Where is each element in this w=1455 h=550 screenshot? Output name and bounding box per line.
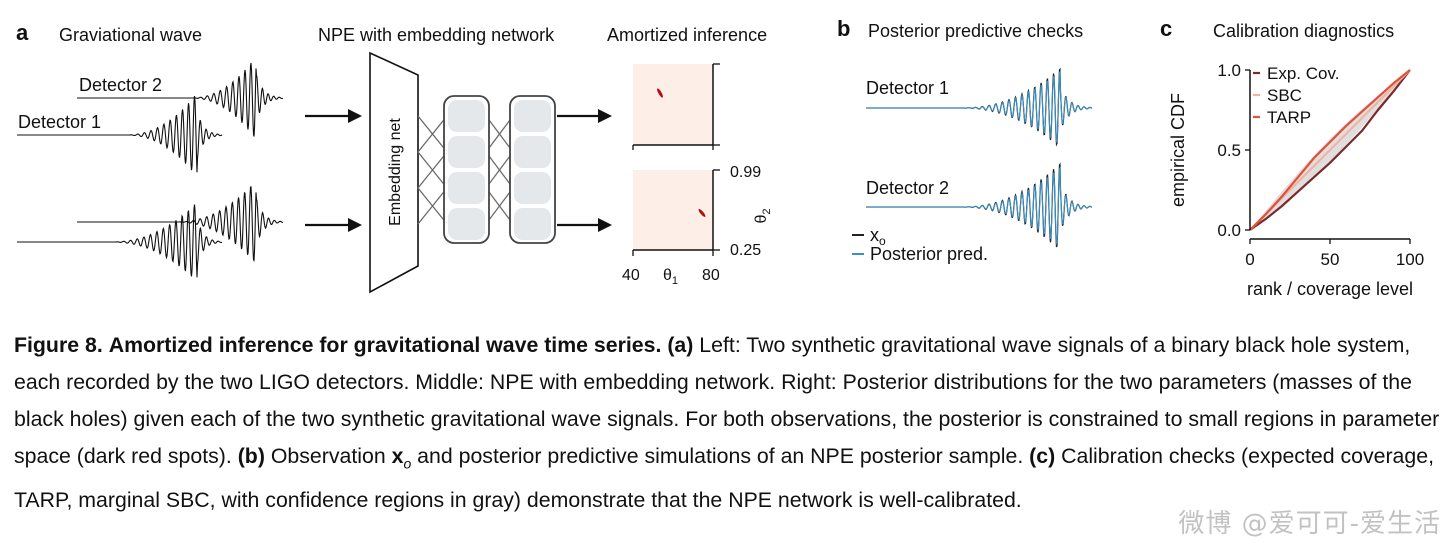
panel-a-amortized-title: Amortized inference xyxy=(607,25,767,45)
waveform-detector-2-obs2 xyxy=(77,186,284,262)
legend-label: SBC xyxy=(1267,86,1302,105)
caption-c-tag: (c) xyxy=(1029,444,1056,468)
network-layer-2 xyxy=(509,95,556,244)
arrow-into-network-2 xyxy=(305,218,362,232)
waveform-detector-1-obs1 xyxy=(17,96,223,173)
x-tick-label: 0 xyxy=(1245,250,1254,269)
waveform-detector-2-obs1 xyxy=(77,62,284,137)
caption-c-text: Calibration checks (expected coverage, T… xyxy=(14,444,1434,513)
caption-b-tag: (b) xyxy=(237,444,265,468)
arrow-out-network-2 xyxy=(557,218,612,232)
panel-b-detector-2-label: Detector 2 xyxy=(866,178,949,198)
waveform-trace xyxy=(17,204,223,278)
panel-a-wave-title: Graviational wave xyxy=(59,25,202,45)
network-layer-1 xyxy=(443,95,490,244)
panel-b-title: Posterior predictive checks xyxy=(868,21,1083,41)
ppc-waveform-detector-1 xyxy=(866,67,1093,147)
posterior-plot-1 xyxy=(632,63,720,150)
watermark: 微博 @爱可可-爱生活 xyxy=(1178,509,1441,539)
figure-caption: Figure 8. Amortized inference for gravit… xyxy=(14,327,1442,519)
detector-1-label: Detector 1 xyxy=(18,112,101,132)
ppc-legend: xo Posterior pred. xyxy=(852,225,988,264)
series-line-tarp xyxy=(1249,69,1411,231)
waveform-detector-1-obs2 xyxy=(17,204,223,278)
panel-a-npe-title: NPE with embedding network xyxy=(318,25,555,45)
posterior-spot-1 xyxy=(657,88,663,98)
panel-c-letter: c xyxy=(1160,16,1172,41)
posterior-spot-2 xyxy=(698,209,706,217)
figure-svg: a Graviational wave NPE with embedding n… xyxy=(16,16,1424,299)
panel-b-letter: b xyxy=(837,16,850,41)
posterior-plot-2: 0.99 0.25 θ2 40 80 θ1 xyxy=(622,164,773,287)
caption-label: Figure 8. xyxy=(14,333,103,357)
caption-b-text-2: and posterior predictive simulations of … xyxy=(411,444,1030,468)
embedding-net-shape xyxy=(369,51,419,294)
caption-a-tag: (a) xyxy=(667,333,694,357)
calibration-chart: 0.0 0.5 1.0 0 50 100 Exp. Cov. SBC TARP rank / … xyxy=(1168,61,1424,299)
detector-2-label: Detector 2 xyxy=(79,75,162,95)
posterior-y-label: θ2 xyxy=(753,208,773,223)
x-axis-label: rank / coverage level xyxy=(1247,279,1413,299)
arrow-out-network-1 xyxy=(557,109,612,123)
y-tick-label: 0.0 xyxy=(1217,221,1241,240)
posterior-y-tick-bottom: 0.25 xyxy=(730,242,761,259)
legend-predicted-label: Posterior pred. xyxy=(870,244,988,264)
panel-c: c Calibration diagnostics 0.0 0.5 1.0 0 50 10… xyxy=(1160,16,1424,299)
x-tick-label: 50 xyxy=(1321,250,1340,269)
series-line-exp-cov- xyxy=(1249,69,1411,231)
posterior-x-label: θ1 xyxy=(663,267,678,287)
panel-b: b Posterior predictive checks Detector 1… xyxy=(837,16,1093,264)
panel-b-detector-1-label: Detector 1 xyxy=(866,78,949,98)
waveform-trace xyxy=(866,70,1093,144)
waveform-trace xyxy=(17,96,223,173)
posterior-y-tick-top: 0.99 xyxy=(730,164,761,181)
legend-observed-label: xo xyxy=(870,225,886,248)
posterior-x-tick-right: 80 xyxy=(702,267,720,284)
caption-observation-symbol: xo xyxy=(391,444,412,472)
caption-a-text: Left: Two synthetic gravitational wave s… xyxy=(14,333,1440,468)
panel-a: a Graviational wave NPE with embedding n… xyxy=(16,20,773,294)
panel-a-letter: a xyxy=(16,20,29,45)
ppc-waveform-detector-2 xyxy=(866,162,1093,248)
posterior-x-tick-left: 40 xyxy=(622,267,640,284)
arrow-into-network-1 xyxy=(305,109,362,123)
figure-area: a Graviational wave NPE with embedding n… xyxy=(16,16,1424,299)
y-axis-label: empirical CDF xyxy=(1168,93,1188,207)
svg-text:θ2: θ2 xyxy=(753,208,773,223)
legend-label: Exp. Cov. xyxy=(1267,64,1339,83)
waveform-trace xyxy=(866,166,1093,246)
embedding-net-label: Embedding net xyxy=(387,118,404,226)
waveform-trace xyxy=(77,62,284,137)
y-tick-label: 0.5 xyxy=(1217,141,1241,160)
legend-label: TARP xyxy=(1267,108,1311,127)
x-tick-label: 100 xyxy=(1396,250,1424,269)
y-tick-label: 1.0 xyxy=(1217,61,1241,80)
network-connections xyxy=(417,115,514,225)
caption-b-text-1: Observation xyxy=(264,444,392,468)
panel-c-title: Calibration diagnostics xyxy=(1213,21,1394,41)
waveform-trace xyxy=(77,186,284,262)
caption-title: Amortized inference for gravitational wa… xyxy=(108,333,662,357)
